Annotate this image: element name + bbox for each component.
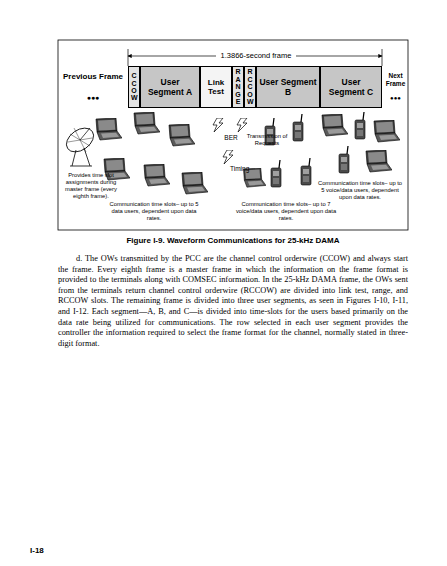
callout-note: BER xyxy=(221,134,241,142)
segment-label: User Segment C xyxy=(321,77,381,97)
orderwire-slot: RCCOW xyxy=(244,66,256,108)
dish-stand xyxy=(70,148,92,166)
segment-label: RANGE xyxy=(235,68,241,105)
continuation-dots: ●●● xyxy=(62,94,124,102)
dish-feed xyxy=(80,128,90,140)
satellite-dish xyxy=(62,123,98,166)
frame-segment: Link Test xyxy=(200,66,232,108)
figure-caption: Figure I-9. Waveform Communications for … xyxy=(58,236,408,246)
laptop xyxy=(182,172,208,194)
segment-label: User Segment B xyxy=(257,77,319,97)
continuation-dots: ●●● xyxy=(383,94,408,102)
dimension-label: 1.3866-second frame xyxy=(216,51,296,60)
signal-bolt xyxy=(237,118,247,132)
dimension-tick xyxy=(128,49,129,66)
figure-border xyxy=(58,40,408,230)
laptop xyxy=(366,150,392,172)
laptop xyxy=(374,120,400,142)
orderwire-slot: CCOW xyxy=(128,66,140,108)
radio xyxy=(293,114,303,141)
callout-note: Communication time slots– up to 5 voice/… xyxy=(316,180,404,201)
segment-label: RCCOW xyxy=(247,68,253,105)
laptop xyxy=(96,118,122,140)
callout-note: Timing xyxy=(230,165,260,173)
segment-label: User Segment A xyxy=(141,77,199,97)
callout-note: Communication time slots– up to 5 data u… xyxy=(104,201,204,222)
page-number: I-18 xyxy=(30,546,70,556)
frame-segment: User Segment C xyxy=(320,66,382,108)
callout-note: Transmission of Requests xyxy=(244,133,290,147)
frame-label: Next Frame xyxy=(383,72,408,88)
callout-note: Provides time slot assignments during ma… xyxy=(60,172,122,200)
frame-label: Previous Frame xyxy=(62,72,124,82)
frame-segment: User Segment B xyxy=(256,66,320,108)
body-paragraph: d. The OWs transmitted by the PCC are th… xyxy=(58,254,408,349)
laptop xyxy=(169,124,195,146)
callout-note: Communication time slots– up to 7 voice/… xyxy=(234,201,338,222)
laptop xyxy=(322,114,348,136)
dish-mesh xyxy=(68,128,92,152)
laptop xyxy=(144,164,170,186)
dish-bowl xyxy=(62,123,98,157)
dimension-line xyxy=(128,56,216,57)
segment-label: CCOW xyxy=(131,72,137,102)
dimension-line xyxy=(296,56,382,57)
signal-bolt xyxy=(223,150,233,164)
dimension-tick xyxy=(382,49,383,66)
radio xyxy=(271,160,281,187)
signal-bolt xyxy=(213,118,223,132)
radio xyxy=(355,112,365,139)
segment-label: Link Test xyxy=(201,78,231,97)
laptop xyxy=(134,112,160,134)
radio xyxy=(301,158,311,185)
frame-segment: User Segment A xyxy=(140,66,200,108)
orderwire-slot: RANGE xyxy=(232,66,244,108)
radio xyxy=(339,146,349,173)
